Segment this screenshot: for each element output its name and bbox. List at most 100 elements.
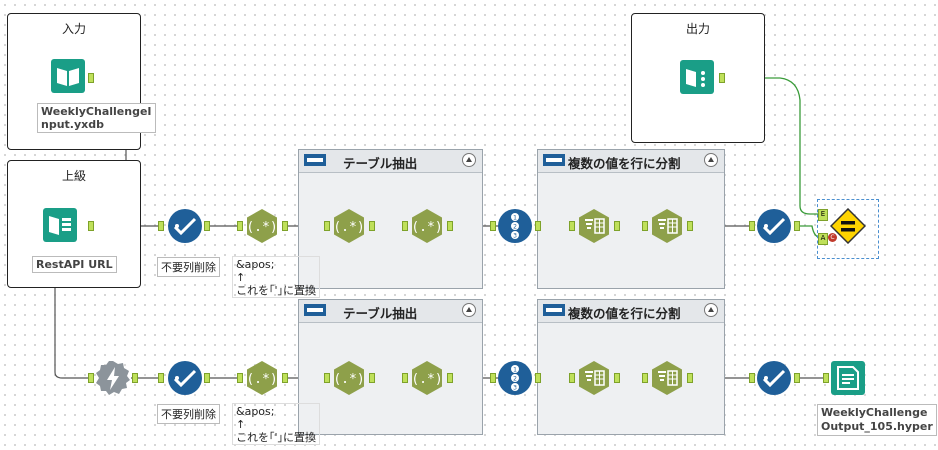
regex-bottom-note: &apos; ↑ これを｢'｣に置換 (232, 403, 320, 445)
output-anchor[interactable] (282, 373, 288, 383)
output-anchor[interactable] (282, 221, 288, 231)
select-tool-bottom-end[interactable] (757, 361, 791, 395)
input-anchor[interactable] (569, 373, 575, 383)
collapse-button[interactable] (462, 303, 476, 317)
output-anchor[interactable] (369, 221, 375, 231)
input-anchor[interactable] (490, 373, 496, 383)
output-anchor[interactable] (614, 221, 620, 231)
container-title: 複数の値を行に分割 (568, 156, 681, 171)
collapse-button[interactable] (462, 153, 476, 167)
input-anchor[interactable] (823, 373, 829, 383)
output-anchor[interactable] (447, 221, 453, 231)
container-table-extract-bottom[interactable]: テーブル抽出 (298, 299, 483, 435)
regex-tool-top-2[interactable]: (.*) (332, 209, 366, 243)
select-checkmark-icon (168, 209, 202, 243)
regex-tool-top-1[interactable]: (.*) (245, 209, 279, 243)
regex-tool-bottom-3[interactable]: (.*) (410, 361, 444, 395)
output-file-icon (831, 361, 865, 395)
input-anchor[interactable] (402, 221, 408, 231)
regex-icon: (.*) (411, 209, 443, 243)
output-anchor[interactable] (88, 73, 94, 83)
regex-tool-top-3[interactable]: (.*) (410, 209, 444, 243)
container-split-bottom[interactable]: 複数の値を行に分割 (537, 299, 725, 435)
container-icon (543, 304, 565, 316)
input-anchor[interactable] (749, 221, 755, 231)
input-anchor[interactable] (569, 221, 575, 231)
input-anchor[interactable] (642, 221, 648, 231)
output-anchor[interactable] (88, 221, 94, 231)
output-anchor[interactable] (204, 373, 210, 383)
input-data-tool[interactable] (51, 59, 85, 93)
input-anchor[interactable] (642, 373, 648, 383)
record-id-tool-top[interactable]: 1 2 3 (498, 209, 532, 243)
input-anchor[interactable] (158, 221, 164, 231)
svg-text:2: 2 (513, 224, 517, 231)
output-anchor[interactable] (447, 373, 453, 383)
output-anchor[interactable] (719, 73, 725, 83)
text-to-columns-icon (579, 209, 609, 243)
output-anchor[interactable] (794, 221, 800, 231)
regex-top-note: &apos; ↑ これを｢'｣に置換 (232, 256, 320, 298)
text-to-columns-tool-bottom-1[interactable] (577, 361, 611, 395)
regex-icon: (.*) (246, 209, 278, 243)
collapse-button[interactable] (704, 303, 718, 317)
select-tool-top[interactable] (168, 209, 202, 243)
output-anchor[interactable] (687, 373, 693, 383)
input-anchor[interactable] (324, 221, 330, 231)
svg-text:1: 1 (513, 367, 517, 374)
collapse-button[interactable] (704, 153, 718, 167)
anchor-a[interactable]: A (818, 233, 828, 245)
input-anchor[interactable] (324, 373, 330, 383)
container-input-title: 入力 (61, 22, 86, 36)
svg-text:(.*): (.*) (411, 372, 442, 387)
output-anchor[interactable] (132, 373, 138, 383)
output-anchor[interactable] (369, 373, 375, 383)
svg-text:1: 1 (513, 215, 517, 222)
record-id-tool-bottom[interactable]: 1 2 3 (498, 361, 532, 395)
anchor-c-badge: C (828, 233, 837, 242)
input-anchor[interactable] (749, 373, 755, 383)
output-anchor[interactable] (794, 373, 800, 383)
compare-tool[interactable] (830, 208, 866, 244)
text-to-columns-icon (652, 361, 682, 395)
container-split-top[interactable]: 複数の値を行に分割 (537, 149, 725, 289)
input-anchor[interactable] (402, 373, 408, 383)
container-header[interactable]: テーブル抽出 (299, 300, 482, 323)
container-header[interactable]: 複数の値を行に分割 (538, 150, 724, 173)
container-icon (543, 154, 565, 166)
container-table-extract-top[interactable]: テーブル抽出 (298, 149, 483, 289)
browse-tool[interactable] (680, 60, 714, 94)
output-anchor[interactable] (614, 373, 620, 383)
select-tool-bottom[interactable] (168, 361, 202, 395)
output-anchor[interactable] (687, 221, 693, 231)
output-data-tool[interactable] (831, 361, 865, 395)
input-anchor[interactable] (158, 373, 164, 383)
svg-text:3: 3 (513, 233, 517, 240)
output-anchor[interactable] (204, 221, 210, 231)
input-anchor[interactable] (88, 373, 94, 383)
record-id-icon: 1 2 3 (498, 361, 532, 395)
regex-icon: (.*) (333, 209, 365, 243)
text-input-tool[interactable] (43, 208, 77, 242)
regex-tool-bottom-1[interactable]: (.*) (245, 361, 279, 395)
anchor-e[interactable]: E (818, 209, 828, 221)
text-to-columns-tool-bottom-2[interactable] (650, 361, 684, 395)
container-header[interactable]: テーブル抽出 (299, 150, 482, 173)
output-anchor[interactable] (535, 373, 541, 383)
output-anchor[interactable] (535, 221, 541, 231)
input-anchor[interactable] (490, 221, 496, 231)
text-to-columns-icon (652, 209, 682, 243)
container-header[interactable]: 複数の値を行に分割 (538, 300, 724, 323)
input-anchor[interactable] (237, 221, 243, 231)
download-tool[interactable] (96, 361, 130, 395)
select-checkmark-icon (757, 361, 791, 395)
svg-text:(.*): (.*) (411, 220, 442, 235)
text-to-columns-tool-top-2[interactable] (650, 209, 684, 243)
text-to-columns-tool-top-1[interactable] (577, 209, 611, 243)
select-tool-top-end[interactable] (757, 209, 791, 243)
select-bottom-label: 不要列削除 (157, 404, 220, 424)
svg-text:3: 3 (513, 385, 517, 392)
input-anchor[interactable] (237, 373, 243, 383)
regex-tool-bottom-2[interactable]: (.*) (332, 361, 366, 395)
